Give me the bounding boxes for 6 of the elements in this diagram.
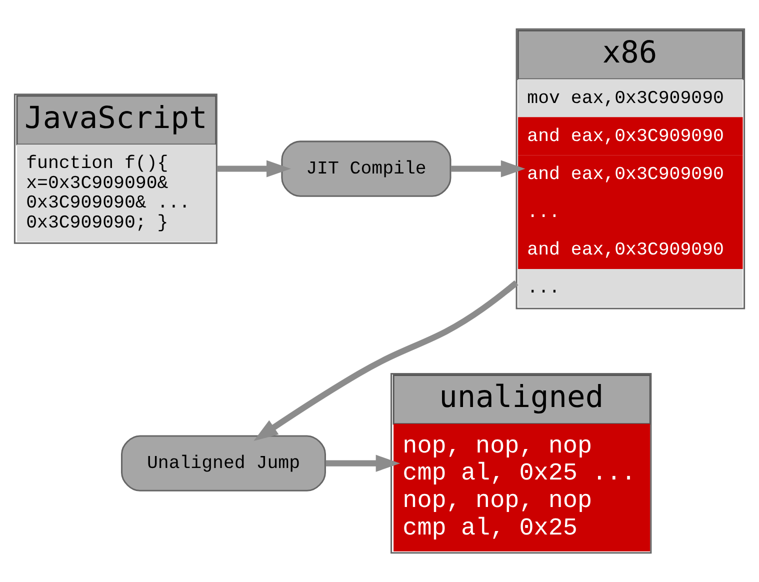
- node-box: JIT Compile: [281, 140, 452, 197]
- arrow: [216, 160, 291, 178]
- arrow: [450, 160, 526, 178]
- arrow: [326, 454, 400, 472]
- arrow: [254, 280, 518, 441]
- node-box: Unaligned Jump: [121, 435, 326, 492]
